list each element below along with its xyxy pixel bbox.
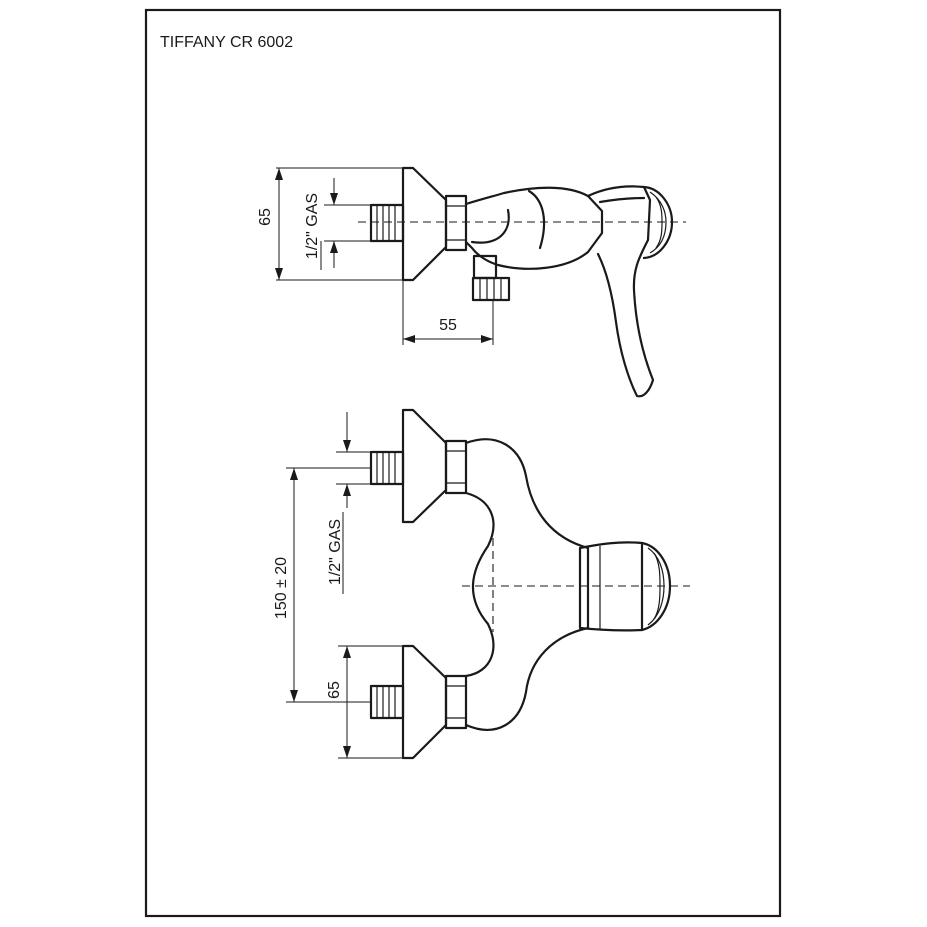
- front-dim-thread-label: 1/2" GAS: [327, 519, 344, 585]
- front-upper-thread-stub: [369, 450, 405, 486]
- side-mixer-body: [464, 186, 604, 270]
- drawing-title: TIFFANY CR 6002: [160, 34, 293, 51]
- drawing-frame: [144, 8, 782, 918]
- side-dim-depth: 55: [402, 280, 494, 345]
- side-lever-handle: [586, 185, 655, 398]
- front-lower-hex-nut: [444, 674, 468, 730]
- side-wall-flange: [401, 166, 448, 282]
- side-dim-thread: 1/2" GAS: [304, 178, 371, 270]
- side-hex-nut: [444, 194, 468, 252]
- front-dim-height: 65: [326, 645, 403, 759]
- front-mixer-body: [464, 438, 590, 731]
- side-dim-height-label: 65: [257, 208, 274, 226]
- side-dim-depth-label: 55: [439, 317, 457, 334]
- side-dim-thread-label: 1/2" GAS: [304, 193, 321, 259]
- side-view: 65 1/2" GAS 55: [257, 166, 686, 398]
- front-upper-flange: [401, 408, 448, 524]
- front-upper-hex-nut: [444, 439, 468, 495]
- front-lower-flange: [401, 644, 448, 760]
- front-dim-center-label: 150 ± 20: [273, 557, 290, 619]
- front-dim-height-label: 65: [326, 681, 343, 699]
- front-lower-thread-stub: [369, 684, 405, 720]
- front-dim-thread: 1/2" GAS: [327, 412, 371, 594]
- front-dim-center: 150 ± 20: [273, 467, 371, 703]
- side-outlet-nozzle: [471, 276, 511, 302]
- side-thread-stub: [369, 203, 405, 243]
- side-dim-height: 65: [257, 167, 403, 281]
- front-view: 150 ± 20 1/2" GAS 65: [273, 408, 690, 760]
